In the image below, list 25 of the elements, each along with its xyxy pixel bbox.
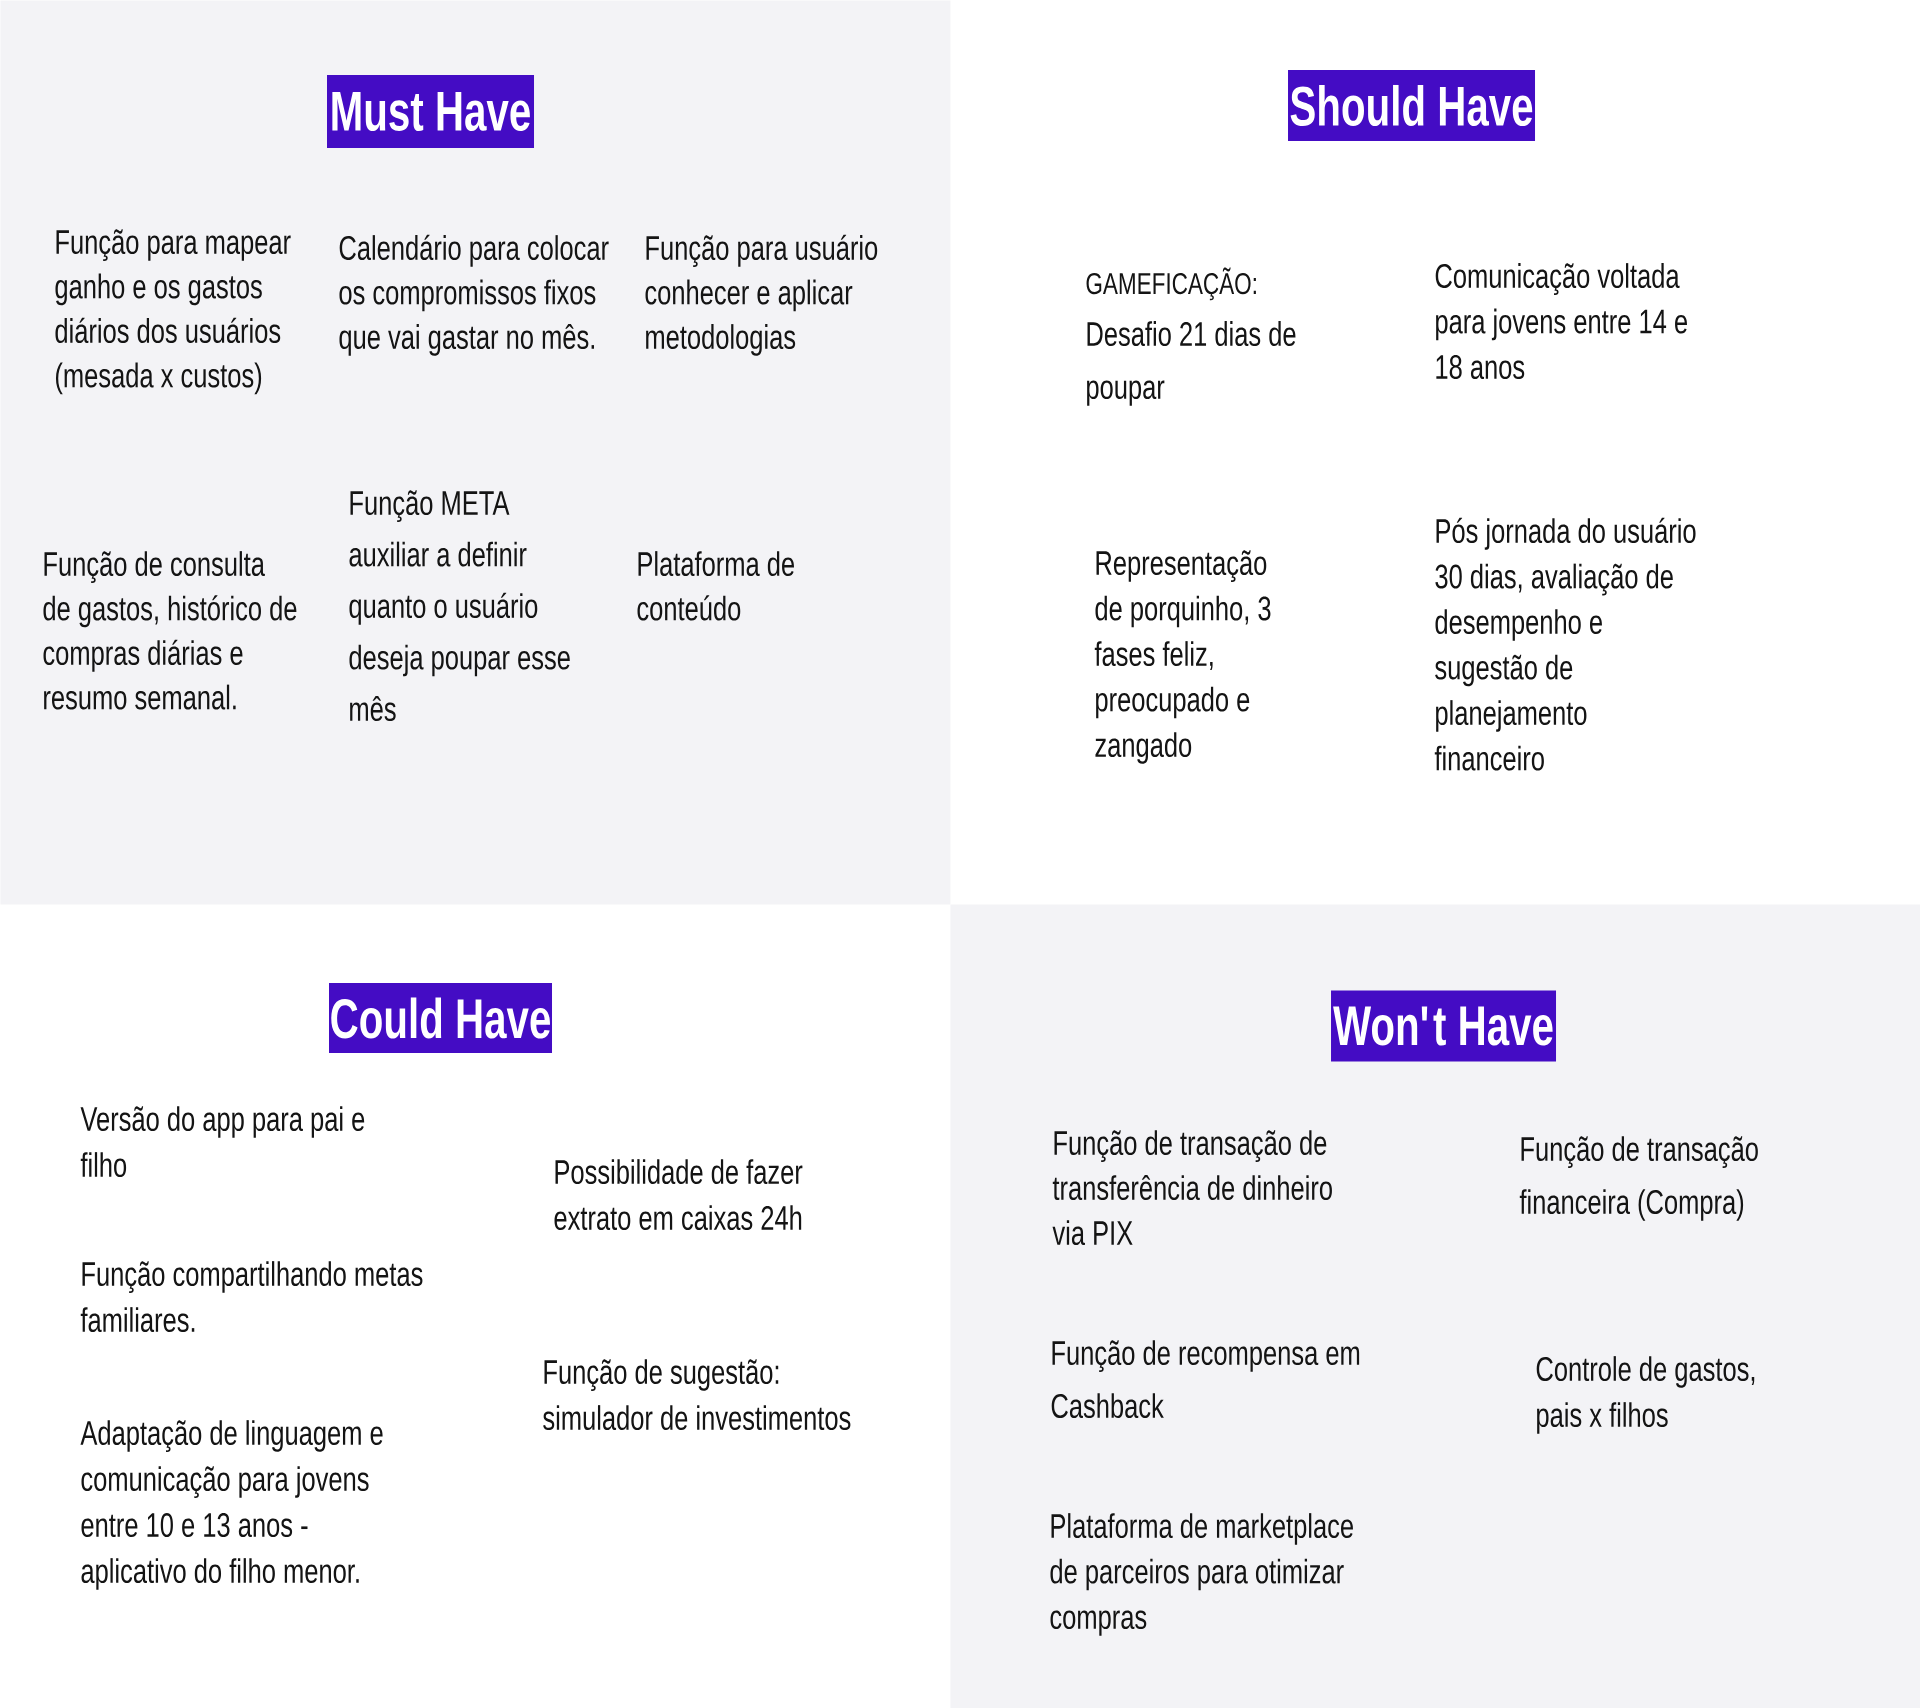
heading-box: Could Have [329,983,552,1053]
feature-text: Versão do app para pai e filho [80,1106,365,1178]
feature-text: Calendário para colocar os compromissos fixos que vai gastar no mês. [339,234,609,356]
feature-text: Plataforma de marketplace de parceiros para otimizar compras [1050,1513,1353,1636]
feature-text: Função META auxiliar a definir quanto o usuário deseja poupar esse mês [349,490,570,722]
feature-text: Função de transação de transferência de dinheiro via PIX [1052,1130,1332,1246]
feature-text: Representação de porquinho, 3 fases feliz, preocupado e zangado [1094,550,1271,764]
feature-text: Pós jornada do usuário 30 dias, avaliação de desempenho e sugestão de planejamento financeiro [1434,517,1696,771]
feature-text: Função de recompensa em Cashback [1051,1340,1360,1419]
feature-text: Função compartilhando metas familiares. [80,1261,423,1333]
feature-text: Desafio 21 dias de poupar [1087,321,1296,406]
heading-box: Won't Have [1331,990,1556,1062]
heading-box: Must Have [327,75,534,148]
feature-text: Função de sugestão: simulador de investimentos [543,1359,851,1431]
feature-text: Plataforma de conteúdo [637,551,794,621]
feature-text: GAMEFICAÇÃO: [1086,267,1256,301]
feature-text: Possibilidade de fazer extrato em caixas 24h [554,1159,803,1231]
feature-text: Controle de gastos, pais x filhos [1536,1356,1755,1434]
feature-text: Função para usuário conhecer e aplicar metodologias [645,234,878,356]
feature-text: Função para mapear ganho e os gastos diários dos usuários (mesada x custos) [55,229,291,395]
heading-box: Should Have [1288,70,1535,141]
feature-text: Função de consulta de gastos, histórico de compras diárias e resumo semanal. [43,551,297,710]
feature-text: Função de transação financeira (Compra) [1519,1136,1758,1221]
feature-text: Adaptação de linguagem e comunicação para jovens entre 10 e 13 anos - aplicativo do filho menor. [80,1420,383,1590]
feature-text: Comunicação voltada para jovens entre 14 e 18 anos [1435,263,1687,380]
